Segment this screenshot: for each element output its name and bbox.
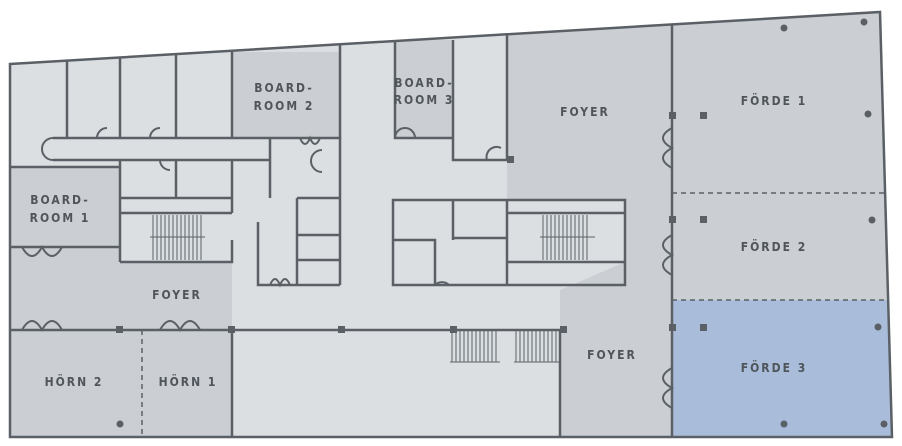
label-foyer-bottom: FOYER <box>587 348 637 362</box>
room-boardroom-1[interactable] <box>10 167 120 247</box>
walls <box>8 10 894 439</box>
stairs-left <box>150 215 205 260</box>
doors <box>21 127 675 409</box>
label-forde-2: FÖRDE 2 <box>741 239 807 254</box>
room-boardroom-3[interactable] <box>395 40 453 138</box>
stairs-right <box>540 215 595 260</box>
room-horn-2[interactable] <box>10 330 142 437</box>
label-horn-1: HÖRN 1 <box>159 374 218 389</box>
room-forde-2[interactable] <box>672 193 889 300</box>
label-forde-3: FÖRDE 3 <box>741 360 807 375</box>
label-foyer-left: FOYER <box>152 288 202 302</box>
room-foyer-main[interactable] <box>507 25 672 437</box>
label-foyer-top: FOYER <box>560 105 610 119</box>
label-boardroom-2: BOARD- <box>254 81 313 95</box>
label-forde-1: FÖRDE 1 <box>741 93 807 108</box>
column-markers <box>116 18 888 428</box>
label-horn-2: HÖRN 2 <box>45 374 104 389</box>
label-boardroom-3-line2: ROOM 3 <box>394 93 455 107</box>
room-forde-1[interactable] <box>672 12 886 193</box>
label-boardroom-2-line2: ROOM 2 <box>254 99 315 113</box>
stairs-bottom <box>450 330 560 363</box>
room-horn-1[interactable] <box>142 330 232 437</box>
label-boardroom-1: BOARD- <box>30 193 89 207</box>
room-forde-3[interactable] <box>672 300 892 437</box>
room-boardroom-2[interactable] <box>232 52 340 138</box>
label-boardroom-3: BOARD- <box>394 76 453 90</box>
label-boardroom-1-line2: ROOM 1 <box>30 211 91 225</box>
room-foyer-left[interactable] <box>10 247 232 330</box>
